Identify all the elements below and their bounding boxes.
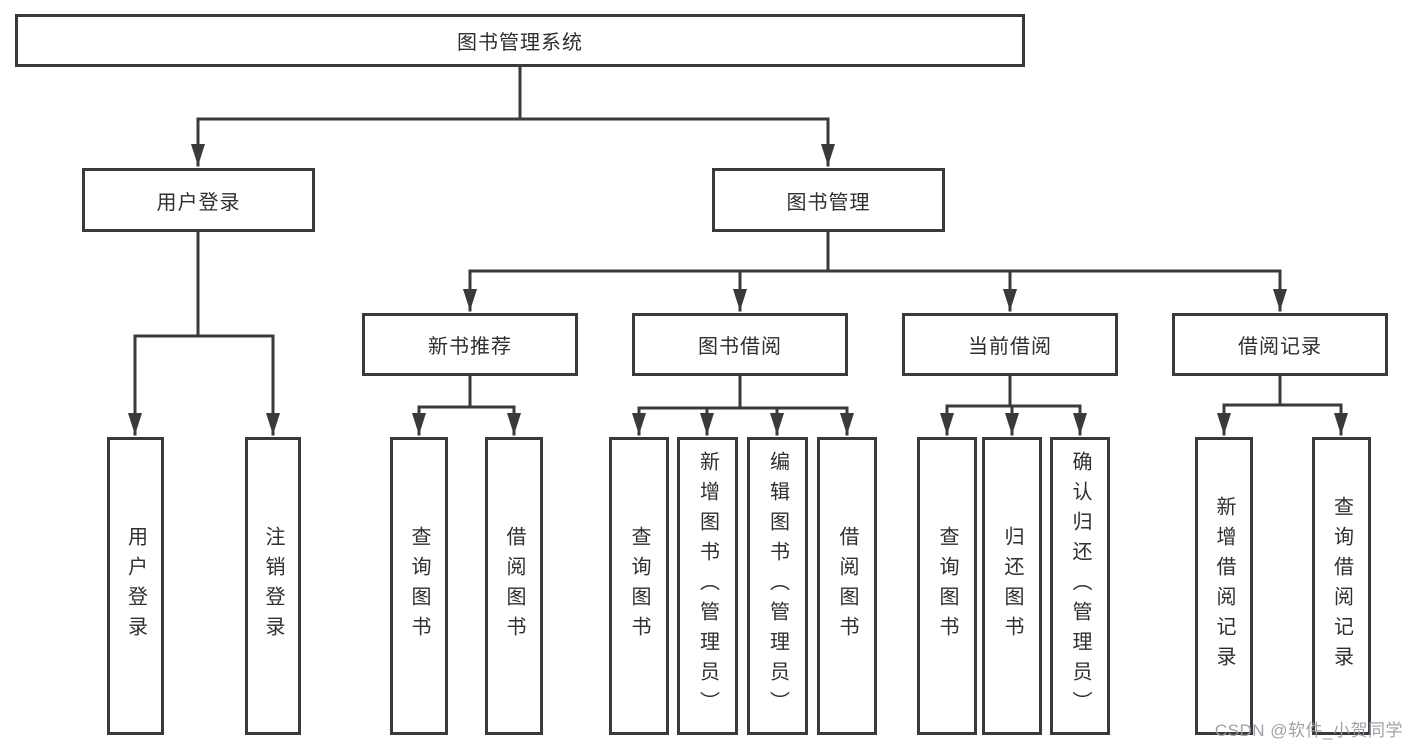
node-label: 图书管理 (786, 191, 871, 214)
leaf-query-books-current: 查询图书 (917, 437, 977, 735)
leaf-add-borrow-record: 新增借阅记录 (1195, 437, 1253, 735)
node-label: 查询图书 (936, 526, 958, 646)
node-label: 图书管理系统 (457, 32, 583, 54)
node-label: 借阅记录 (1238, 336, 1322, 358)
node-label: 用户登录 (124, 526, 147, 646)
node-label: 查询图书 (628, 526, 650, 646)
leaf-borrow-books-recommend: 借阅图书 (485, 437, 543, 735)
leaf-user-login: 用户登录 (107, 437, 164, 735)
node-label: 查询图书 (408, 526, 430, 646)
node-label: 新增图书（管理员） (696, 451, 719, 721)
leaf-borrow-books-borrowing: 借阅图书 (817, 437, 877, 735)
node-label: 确认归还（管理员） (1069, 451, 1091, 721)
node-new-book-recommendation: 新书推荐 (362, 313, 578, 376)
leaf-query-books-recommend: 查询图书 (390, 437, 448, 735)
node-book-management: 图书管理 (712, 168, 945, 232)
node-label: 借阅图书 (836, 526, 858, 646)
node-label: 借阅图书 (503, 526, 525, 646)
leaf-return-books: 归还图书 (982, 437, 1042, 735)
leaf-logout-login: 注销登录 (245, 437, 301, 735)
node-label: 新增借阅记录 (1213, 496, 1235, 676)
csdn-watermark: CSDN @软件_小贺同学 (1214, 721, 1403, 740)
leaf-query-books-borrowing: 查询图书 (609, 437, 669, 735)
node-label: 当前借阅 (968, 336, 1052, 358)
leaf-query-borrow-record: 查询借阅记录 (1312, 437, 1371, 735)
node-book-borrowing: 图书借阅 (632, 313, 848, 376)
node-borrowing-records: 借阅记录 (1172, 313, 1388, 376)
node-label: 新书推荐 (428, 336, 512, 358)
node-label: 归还图书 (1001, 526, 1023, 646)
node-label: 图书借阅 (698, 336, 782, 358)
node-label: 注销登录 (262, 526, 284, 646)
node-system-root: 图书管理系统 (15, 14, 1025, 67)
node-label: 用户登录 (156, 191, 241, 214)
node-current-borrowing: 当前借阅 (902, 313, 1118, 376)
node-user-login: 用户登录 (82, 168, 315, 232)
node-label: 查询借阅记录 (1330, 496, 1353, 676)
leaf-confirm-return-admin: 确认归还（管理员） (1050, 437, 1110, 735)
leaf-edit-books-admin: 编辑图书（管理员） (747, 437, 808, 735)
node-label: 编辑图书（管理员） (766, 451, 789, 721)
leaf-add-books-admin: 新增图书（管理员） (677, 437, 738, 735)
